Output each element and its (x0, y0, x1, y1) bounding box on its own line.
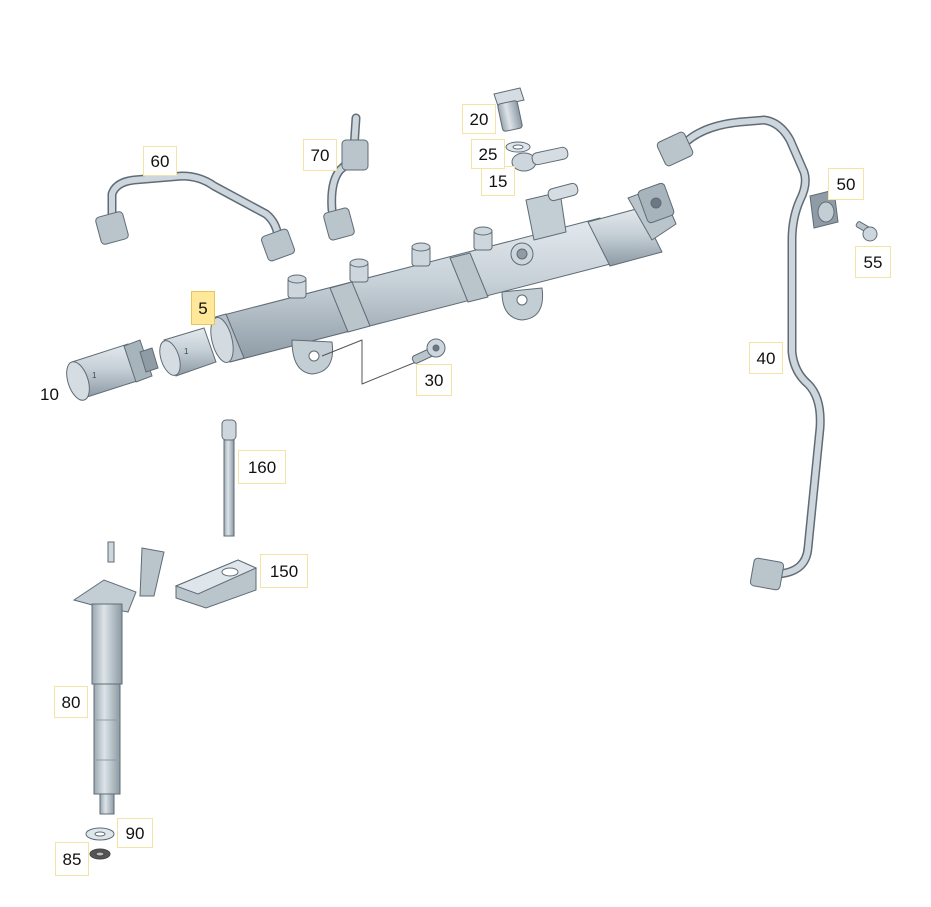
callout-70[interactable]: 70 (303, 139, 337, 171)
fuel-rail[interactable] (207, 182, 677, 385)
clamp-screw[interactable] (855, 221, 878, 242)
injector-o-ring[interactable] (89, 848, 111, 860)
rail-sensor-plug: 1 (159, 327, 217, 377)
callout-40[interactable]: 40 (749, 342, 783, 374)
callout-80[interactable]: 80 (54, 686, 88, 718)
banjo-bolt[interactable] (493, 87, 525, 132)
stud-bolt[interactable] (221, 419, 237, 537)
high-pressure-line-60[interactable] (95, 171, 296, 262)
callout-160[interactable]: 160 (238, 450, 286, 484)
callout-55[interactable]: 55 (855, 246, 891, 278)
high-pressure-line-40[interactable] (656, 115, 825, 591)
callout-60[interactable]: 60 (143, 146, 177, 176)
clamping-claw[interactable] (174, 559, 258, 609)
callout-85[interactable]: 85 (55, 842, 89, 876)
svg-text:1: 1 (92, 371, 97, 380)
callout-25[interactable]: 25 (471, 139, 505, 169)
callout-30[interactable]: 30 (416, 364, 452, 396)
return-fitting[interactable] (511, 146, 569, 172)
sealing-washer[interactable] (505, 141, 531, 153)
callout-10[interactable]: 10 (40, 385, 59, 404)
fuel-injector[interactable] (72, 541, 165, 815)
injector-seal-washer[interactable] (85, 827, 115, 841)
callout-90[interactable]: 90 (117, 818, 153, 848)
rail-bolt[interactable] (411, 338, 446, 364)
callout-150[interactable]: 150 (260, 554, 308, 588)
callout-15[interactable]: 15 (481, 166, 515, 196)
svg-text:1: 1 (184, 347, 189, 356)
callout-50[interactable]: 50 (828, 168, 864, 200)
high-pressure-line-70[interactable] (323, 113, 369, 241)
callout-20[interactable]: 20 (462, 104, 496, 134)
callout-5[interactable]: 5 (191, 291, 215, 325)
rail-pressure-sensor[interactable]: 1 (62, 339, 159, 403)
